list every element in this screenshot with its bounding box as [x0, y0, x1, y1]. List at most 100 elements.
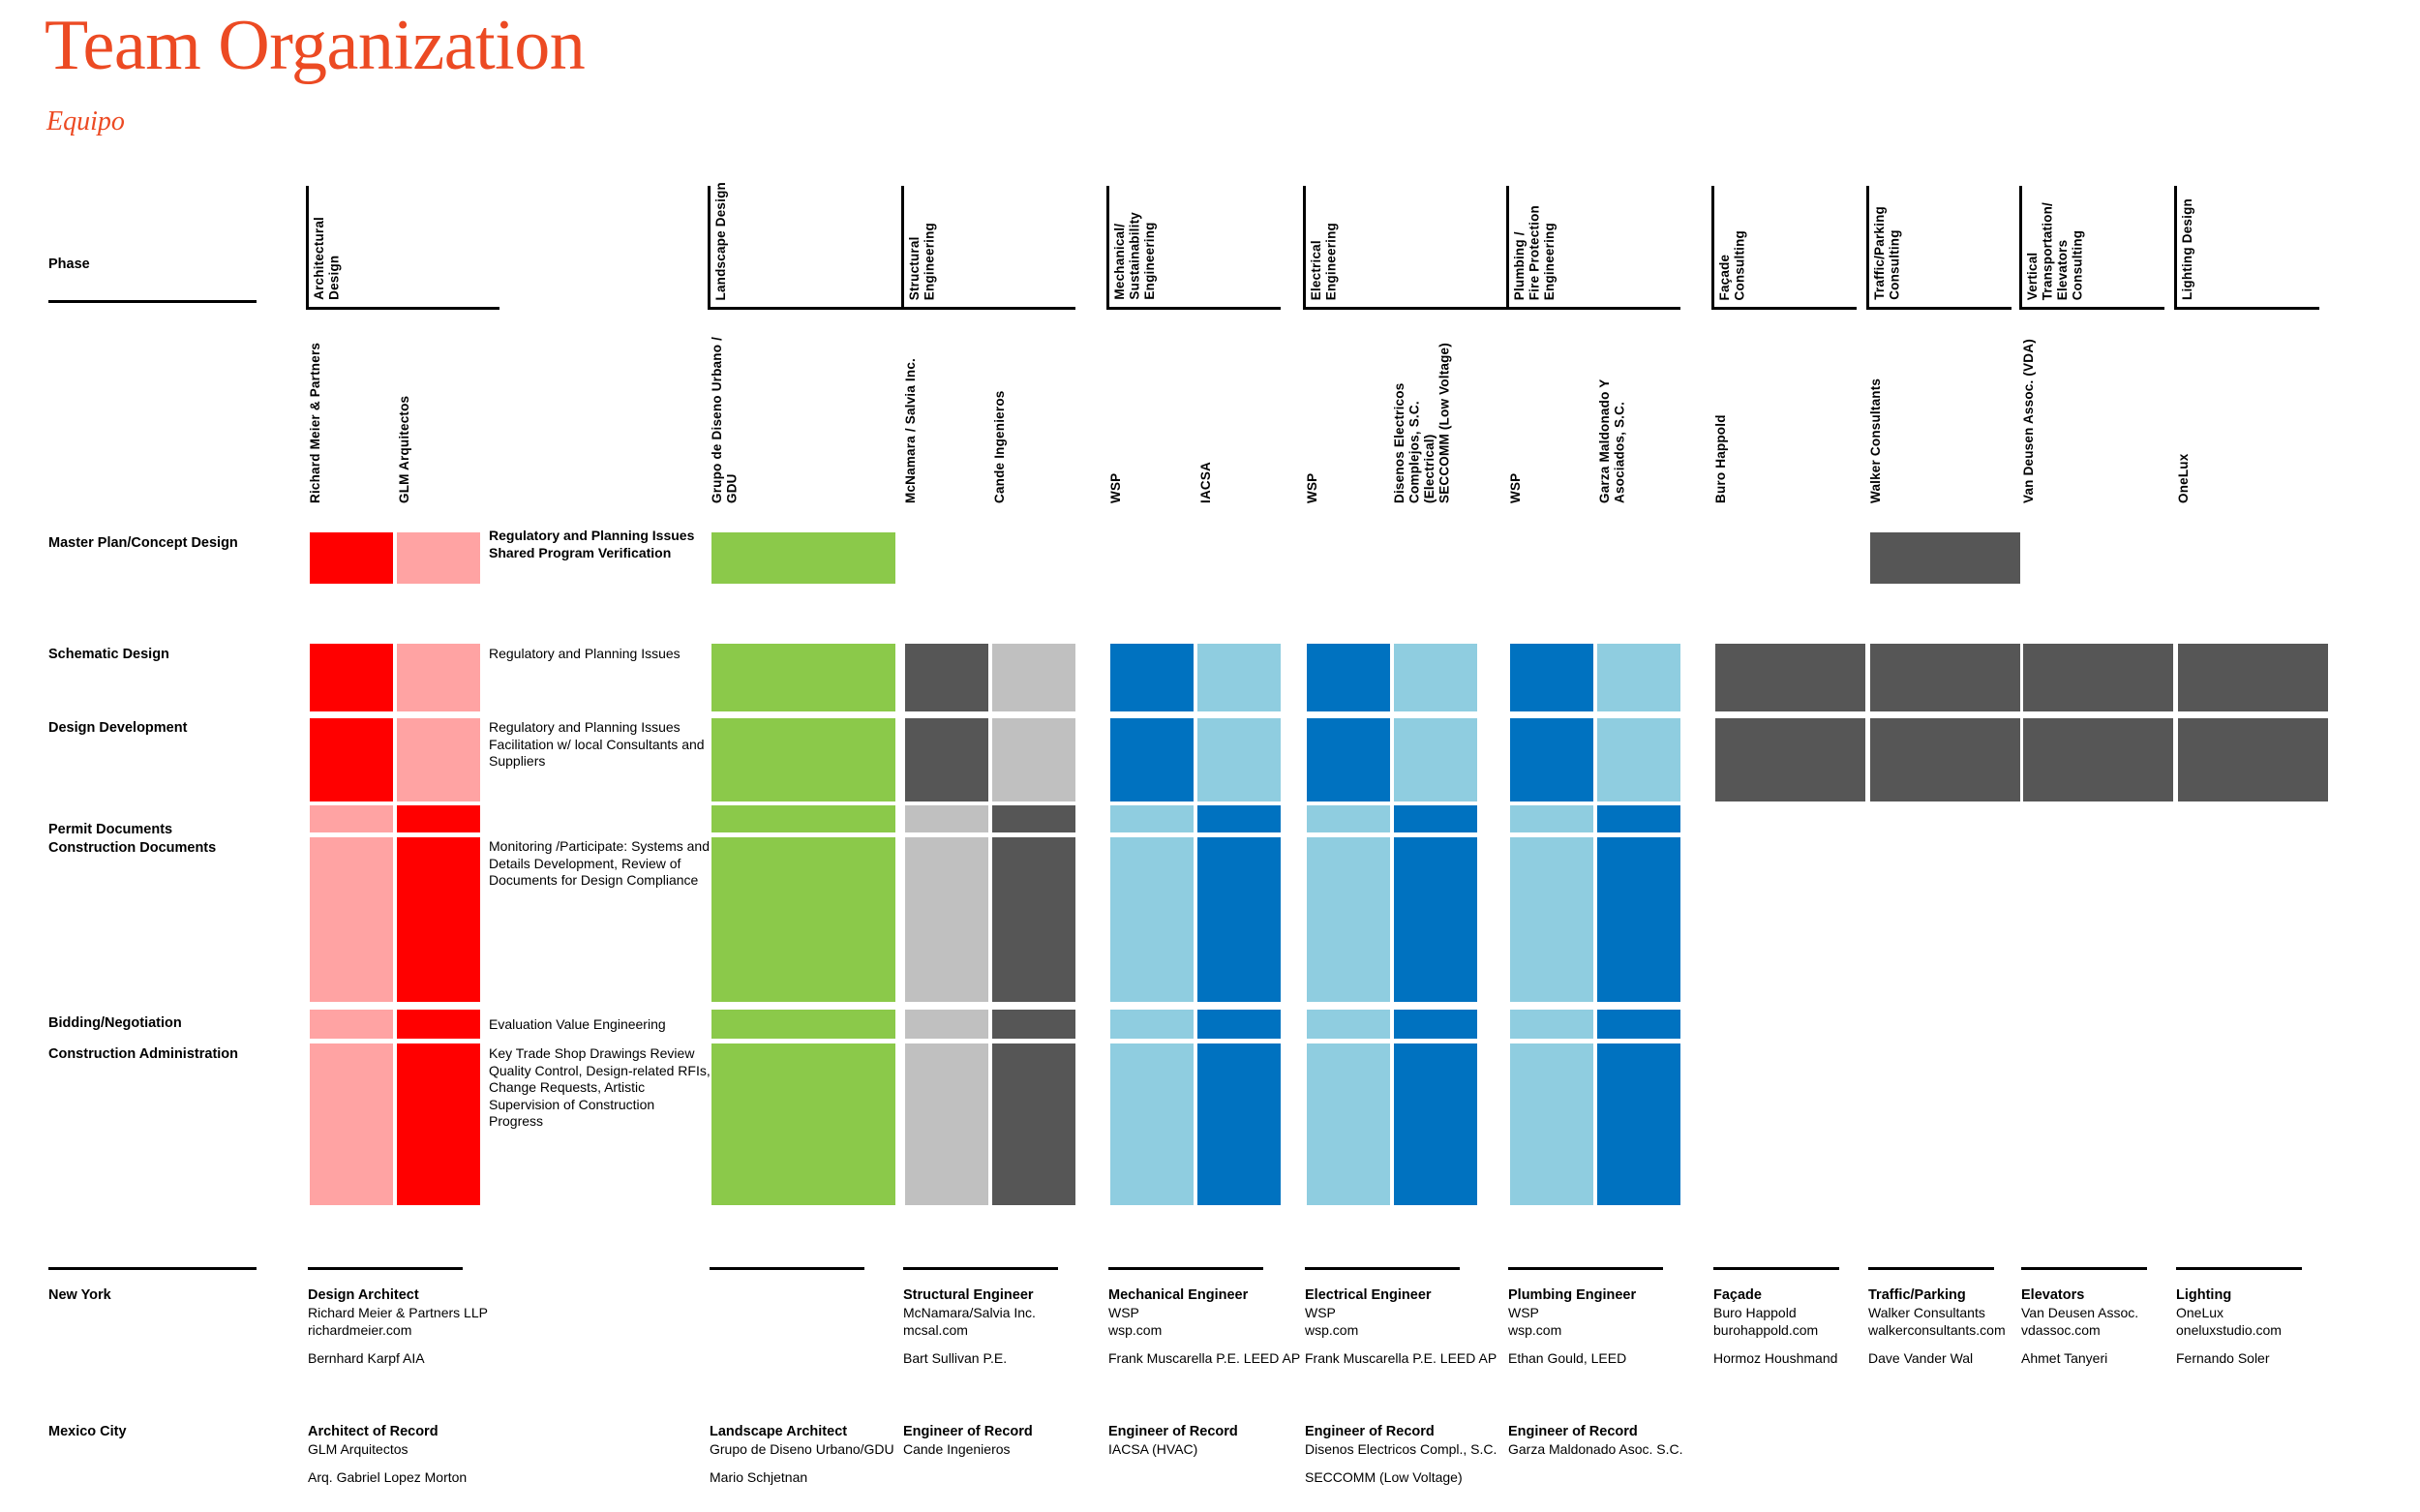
entry-spacer [2176, 1339, 2418, 1349]
matrix-cell [1394, 1010, 1477, 1039]
phase-label-2: Design Development [48, 720, 188, 736]
matrix-cell [2023, 644, 2173, 711]
matrix-cell [1597, 805, 1680, 832]
discipline-group-8: Vertical Transportation/ Elevators Consu… [2019, 174, 2164, 310]
firm-label-12: Walker Consultants [1868, 378, 1883, 503]
phase-label-4: Construction Documents [48, 840, 217, 856]
matrix-cell [310, 532, 393, 584]
matrix-cell [1110, 837, 1194, 1002]
entry-website[interactable]: mcsal.com [903, 1322, 968, 1338]
discipline-group-rule [1506, 307, 1680, 310]
matrix-cell [992, 718, 1075, 801]
matrix-cell [1197, 644, 1281, 711]
discipline-group-tick [2174, 186, 2177, 310]
matrix-cell [711, 805, 895, 832]
entry-contact: Hormoz Houshmand [1713, 1350, 1838, 1366]
entry-title: Traffic/Parking [1868, 1287, 1966, 1303]
matrix-cell [711, 532, 895, 584]
matrix-cell [711, 1010, 895, 1039]
scope-note-4: Evaluation Value Engineering [489, 1016, 666, 1032]
matrix-cell [992, 805, 1075, 832]
scope-note-2: Regulatory and Planning Issues Facilitat… [489, 719, 705, 769]
matrix-cell [905, 718, 988, 801]
matrix-cell [310, 837, 393, 1002]
firm-label-13: Van Deusen Assoc. (VDA) [2021, 339, 2036, 503]
footer-rule-3 [903, 1267, 1058, 1270]
matrix-cell [992, 1010, 1075, 1039]
discipline-group-rule [1711, 307, 1857, 310]
matrix-cell [905, 1043, 988, 1205]
discipline-group-rule [2174, 307, 2319, 310]
discipline-group-tick [1506, 186, 1509, 310]
entry-title: Engineer of Record [1305, 1424, 1435, 1439]
discipline-group-tick [1303, 186, 1306, 310]
entry-website[interactable]: wsp.com [1305, 1322, 1359, 1338]
firm-label-11: Buro Happold [1713, 414, 1728, 503]
matrix-cell [711, 837, 895, 1002]
entry-company: Van Deusen Assoc. [2021, 1305, 2139, 1320]
matrix-cell [1197, 1010, 1281, 1039]
entry-website[interactable]: vdassoc.com [2021, 1322, 2101, 1338]
entry-title: Elevators [2021, 1287, 2085, 1303]
firm-label-4: Cande Ingenieros [992, 390, 1007, 503]
phase-label-6: Construction Administration [48, 1046, 239, 1062]
matrix-cell [1394, 1043, 1477, 1205]
firm-label-0: Richard Meier & Partners [308, 342, 322, 503]
matrix-cell [1110, 644, 1194, 711]
entry-company: McNamara/Salvia Inc. [903, 1305, 1036, 1320]
matrix-cell [1394, 837, 1477, 1002]
matrix-cell [1307, 1043, 1390, 1205]
matrix-cell [1394, 718, 1477, 801]
entry-website[interactable]: wsp.com [1108, 1322, 1163, 1338]
scope-note-5: Key Trade Shop Drawings Review Quality C… [489, 1045, 711, 1129]
matrix-cell [310, 1043, 393, 1205]
entry-website[interactable]: wsp.com [1508, 1322, 1562, 1338]
matrix-cell [1510, 644, 1593, 711]
entry-company: Buro Happold [1713, 1305, 1797, 1320]
footer-city-1: Mexico City [48, 1424, 127, 1439]
entry-spacer [710, 1458, 952, 1468]
matrix-cell [992, 837, 1075, 1002]
firm-label-3: McNamara / Salvia Inc. [903, 358, 918, 503]
entry-contact: Fernando Soler [2176, 1350, 2270, 1366]
matrix-cell [397, 837, 480, 1002]
matrix-cell [711, 644, 895, 711]
matrix-cell [397, 718, 480, 801]
matrix-cell [2023, 718, 2173, 801]
matrix-cell [2178, 718, 2328, 801]
matrix-cell [1597, 718, 1680, 801]
footer-rule-8 [1868, 1267, 1994, 1270]
phase-label-0: Master Plan/Concept Design [48, 535, 238, 551]
entry-contact: Arq. Gabriel Lopez Morton [308, 1469, 468, 1485]
entry-website[interactable]: richardmeier.com [308, 1322, 412, 1338]
matrix-cell [1597, 1043, 1680, 1205]
entry-website[interactable]: oneluxstudio.com [2176, 1322, 2282, 1338]
entry-title: Design Architect [308, 1287, 419, 1303]
discipline-group-tick [306, 186, 309, 310]
entry-website[interactable]: walkerconsultants.com [1868, 1322, 2006, 1338]
entry-website[interactable]: burohappold.com [1713, 1322, 1819, 1338]
matrix-cell [905, 1010, 988, 1039]
entry-company: OneLux [2176, 1305, 2224, 1320]
discipline-group-label: Vertical Transportation/ Elevators Consu… [2025, 201, 2085, 300]
discipline-group-tick [2019, 186, 2022, 310]
discipline-group-5: Plumbing / Fire Protection Engineering [1506, 174, 1680, 310]
matrix-cell [1510, 718, 1593, 801]
entry-company: GLM Arquitectos [308, 1441, 408, 1457]
discipline-group-label: Structural Engineering [907, 222, 937, 300]
entry-company: IACSA (HVAC) [1108, 1441, 1198, 1457]
entry-company: Disenos Electricos Compl., S.C. [1305, 1441, 1497, 1457]
matrix-cell [1597, 644, 1680, 711]
matrix-cell [1510, 805, 1593, 832]
phase-label-1: Schematic Design [48, 647, 169, 662]
firm-label-14: OneLux [2176, 453, 2191, 503]
matrix-cell [1870, 644, 2020, 711]
